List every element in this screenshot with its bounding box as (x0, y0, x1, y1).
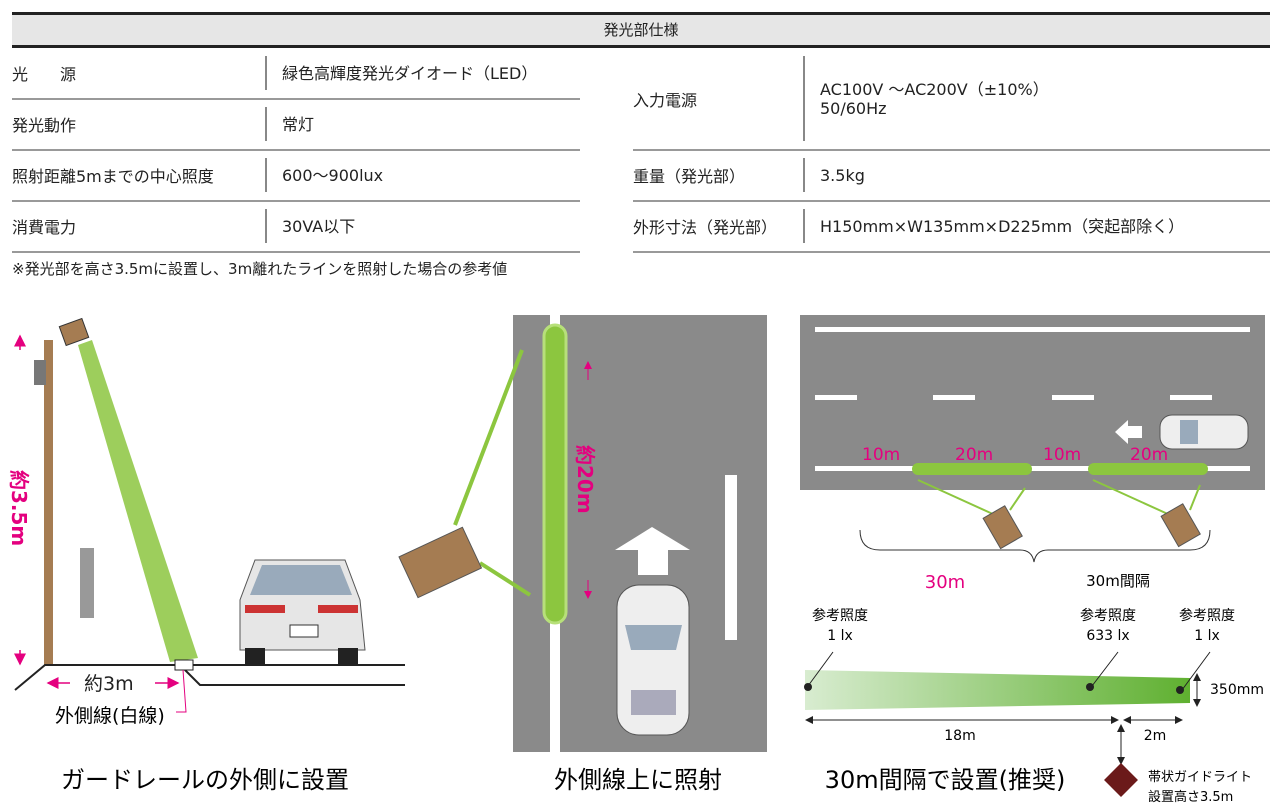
spacing-diagram: 10m 20m 10m 20m 30m 30m間隔 参考照度 1 lx 参考照度… (800, 315, 1265, 805)
distance-label: 約3m (84, 673, 134, 695)
spec-row: 消費電力 30VA以下 (12, 201, 580, 253)
ref-label: 参考照度 (1080, 607, 1136, 624)
line-label: 外側線(白線) (55, 705, 165, 727)
caption: ガードレールの外側に設置 (61, 766, 349, 794)
ref-label: 参考照度 (1179, 607, 1235, 624)
device-icon (1104, 763, 1138, 797)
segment-label: 10m (1043, 445, 1081, 465)
distance-label: 2m (1144, 728, 1167, 744)
segment-label: 20m (1130, 445, 1168, 465)
distance-label: 18m (944, 728, 975, 744)
spec-value: 600〜900lux (265, 158, 383, 192)
caption: 30m間隔で設置(推奨) (825, 766, 1066, 794)
car-rear-icon (239, 559, 366, 665)
spec-value: AC100V 〜AC200V（±10%） 50/60Hz (803, 56, 1049, 141)
caption: 外側線上に照射 (554, 766, 722, 794)
light-beam (78, 340, 198, 662)
spec-value: 緑色高輝度発光ダイオード（LED） (265, 56, 537, 90)
lamp-icon (1160, 503, 1201, 548)
spec-value: 3.5kg (803, 158, 865, 192)
spec-label: 発光動作 (12, 116, 77, 135)
lamp-icon (982, 505, 1023, 550)
lane-line (725, 475, 737, 640)
spec-row: 光 源 緑色高輝度発光ダイオード（LED） (12, 48, 580, 100)
spec-row: 発光動作 常灯 (12, 99, 580, 151)
device-label: 設置高さ3.5m (1148, 789, 1233, 805)
lamp-icon (398, 526, 483, 599)
car-top-icon (616, 584, 690, 736)
length-label: 約20m (573, 445, 597, 514)
guardrail-diagram: 約3.5m 約3m 外側線(白線) ガードレールの外側に設置 (7, 317, 405, 794)
spec-value: H150mm×W135mm×D225mm（突起部除く） (803, 209, 1184, 243)
spec-label: 消費電力 (12, 218, 77, 237)
spec-value: 30VA以下 (265, 209, 355, 243)
ref-value: 1 lx (827, 628, 853, 644)
car-top-icon (1159, 414, 1249, 450)
direction-arrow-icon (615, 527, 690, 575)
spec-label: 重量（発光部） (633, 167, 746, 186)
height-label: 約3.5m (7, 470, 31, 546)
ref-value: 633 lx (1086, 628, 1129, 644)
device-label: 帯状ガイドライト (1148, 770, 1252, 785)
illuminated-band (912, 463, 1032, 475)
spec-table-title: 発光部仕様 (12, 12, 1270, 48)
width-label: 350mm (1210, 682, 1264, 698)
spec-label: 入力電源 (633, 90, 698, 110)
lamp-icon (58, 317, 90, 347)
spec-label: 光 源 (12, 65, 77, 84)
pole (44, 340, 53, 665)
span-label: 30m間隔 (1086, 572, 1150, 590)
spec-label: 照射距離5mまでの中心照度 (12, 167, 214, 186)
spec-row: 重量（発光部） 3.5kg (633, 150, 1270, 202)
illuminated-band (542, 323, 568, 625)
footnote: ※発光部を高さ3.5mに設置し、3m離れたラインを照射した場合の参考値 (12, 260, 508, 278)
ground-line (14, 664, 405, 691)
road (800, 315, 1265, 490)
segment-label: 10m (862, 445, 900, 465)
ref-value: 1 lx (1194, 628, 1220, 644)
control-box (80, 548, 94, 618)
white-line-marker (174, 659, 194, 671)
spec-row: 照射距離5mまでの中心照度 600〜900lux (12, 150, 580, 202)
illuminated-band (1088, 463, 1208, 475)
road-top-diagram: 約20m 外側線上に照射 (398, 315, 767, 794)
spec-row: 入力電源 AC100V 〜AC200V（±10%） 50/60Hz (633, 48, 1270, 151)
spec-value: 常灯 (265, 107, 314, 141)
spec-row: 外形寸法（発光部） H150mm×W135mm×D225mm（突起部除く） (633, 201, 1270, 253)
segment-label: 20m (955, 445, 993, 465)
brace (859, 529, 1211, 563)
pole-box (34, 360, 46, 385)
ref-label: 参考照度 (812, 607, 868, 624)
direction-arrow-icon (1115, 420, 1142, 444)
illuminance-bar (805, 670, 1190, 710)
spec-label: 外形寸法（発光部） (633, 218, 778, 237)
span-label: 30m (925, 572, 965, 593)
